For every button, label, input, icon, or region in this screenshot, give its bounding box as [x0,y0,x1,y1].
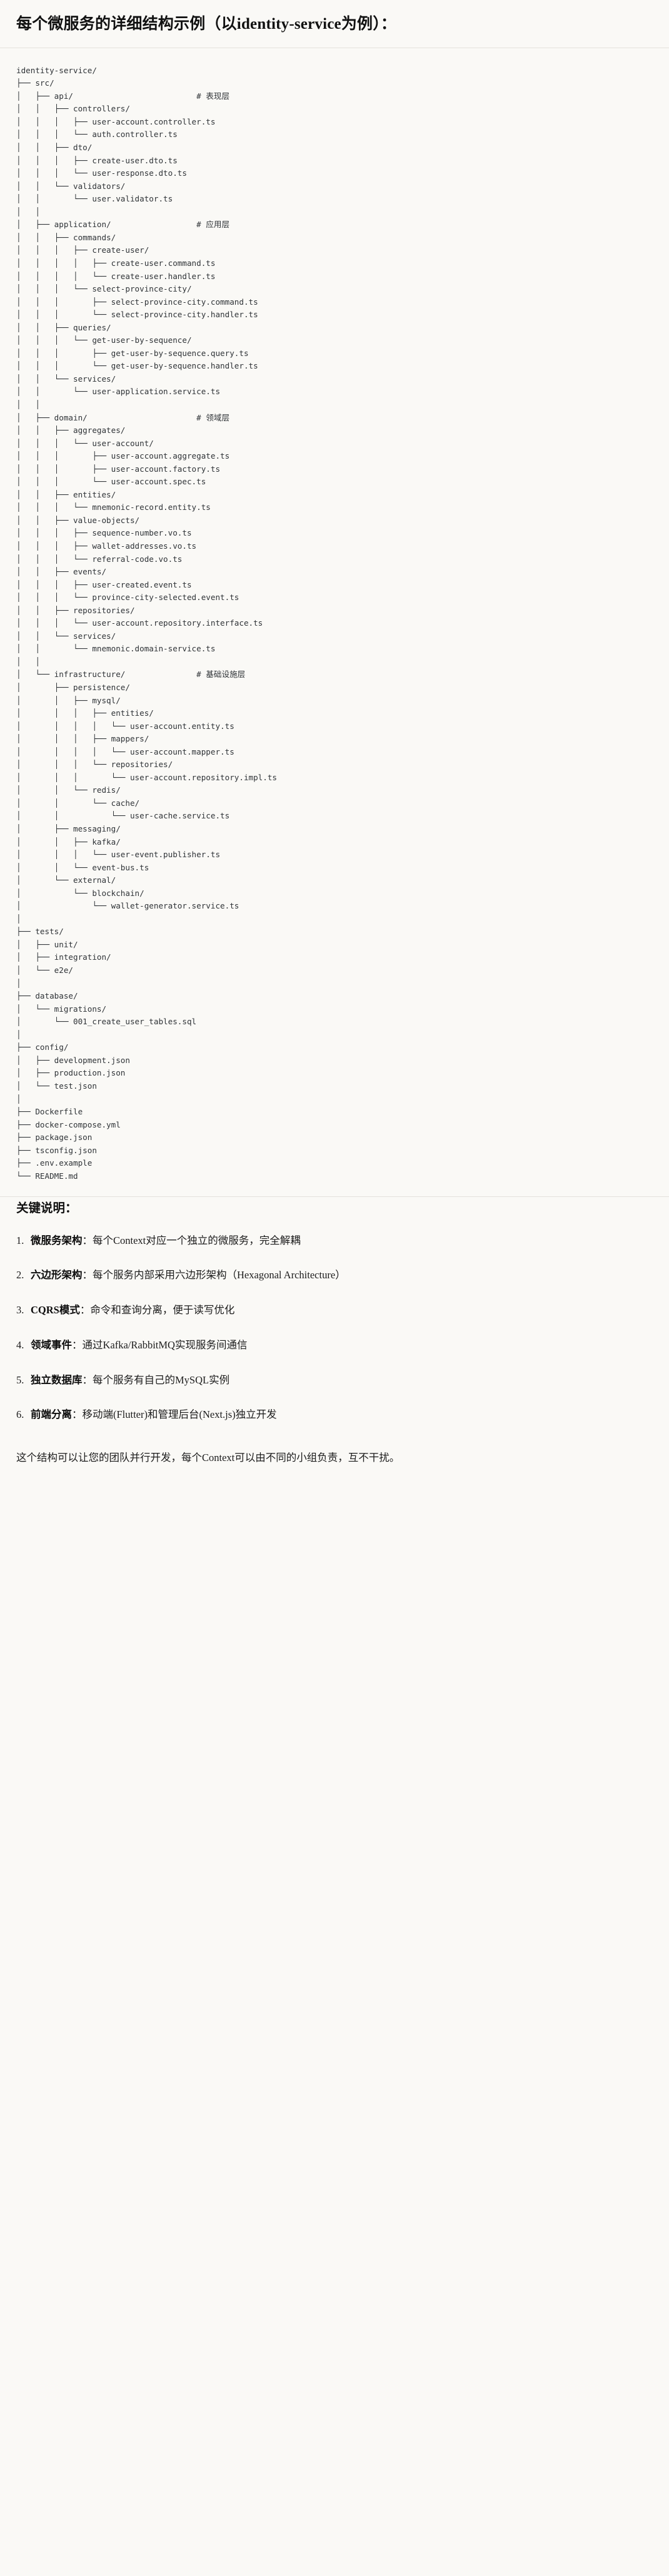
directory-tree-block: identity-service/ ├── src/ │ ├── api/ # … [0,48,669,1197]
key-note-separator: ： [82,1373,93,1386]
key-note-item: 微服务架构：每个Context对应一个独立的微服务，完全解耦 [16,1233,653,1249]
key-notes-title: 关键说明： [16,1202,78,1216]
key-note-separator: ： [79,1304,91,1316]
divider-bottom [0,1196,669,1198]
key-note-term: CQRS模式 [31,1304,80,1316]
key-note-description: 通过Kafka/RabbitMQ实现服务间通信 [82,1338,248,1351]
key-note-separator: ： [72,1338,83,1351]
key-note-term: 微服务架构 [31,1234,83,1246]
key-note-item: CQRS模式：命令和查询分离，便于读写优化 [16,1303,653,1318]
key-note-item: 领域事件：通过Kafka/RabbitMQ实现服务间通信 [16,1338,653,1353]
key-notes-list: 微服务架构：每个Context对应一个独立的微服务，完全解耦六边形架构：每个服务… [16,1233,653,1423]
key-note-description: 每个服务有自己的MySQL实例 [93,1373,230,1386]
directory-tree: identity-service/ ├── src/ │ ├── api/ # … [16,65,278,1181]
document-page: 每个微服务的详细结构示例（以identity-service为例）： ident… [0,0,669,1482]
key-notes-section: 关键说明： 微服务架构：每个Context对应一个独立的微服务，完全解耦六边形架… [0,1197,669,1445]
key-note-term: 领域事件 [31,1338,72,1351]
key-note-term: 前端分离 [31,1408,72,1421]
closing-paragraph: 这个结构可以让您的团队并行开发，每个Context可以由不同的小组负责，互不干扰… [16,1452,400,1464]
page-title: 每个微服务的详细结构示例（以identity-service为例）： [16,16,397,33]
key-note-term: 独立数据库 [31,1373,83,1386]
key-note-separator: ： [72,1408,83,1421]
key-note-term: 六边形架构 [31,1269,83,1281]
key-note-description: 移动端(Flutter)和管理后台(Next.js)独立开发 [82,1408,277,1421]
key-note-item: 六边形架构：每个服务内部采用六边形架构（Hexagonal Architectu… [16,1268,653,1283]
key-note-item: 独立数据库：每个服务有自己的MySQL实例 [16,1373,653,1388]
key-note-description: 每个服务内部采用六边形架构（Hexagonal Architecture） [93,1269,346,1281]
key-note-description: 命令和查询分离，便于读写优化 [90,1304,235,1316]
key-note-separator: ： [82,1269,93,1281]
key-note-description: 每个Context对应一个独立的微服务，完全解耦 [93,1234,301,1246]
key-note-item: 前端分离：移动端(Flutter)和管理后台(Next.js)独立开发 [16,1407,653,1423]
key-note-separator: ： [82,1234,93,1246]
